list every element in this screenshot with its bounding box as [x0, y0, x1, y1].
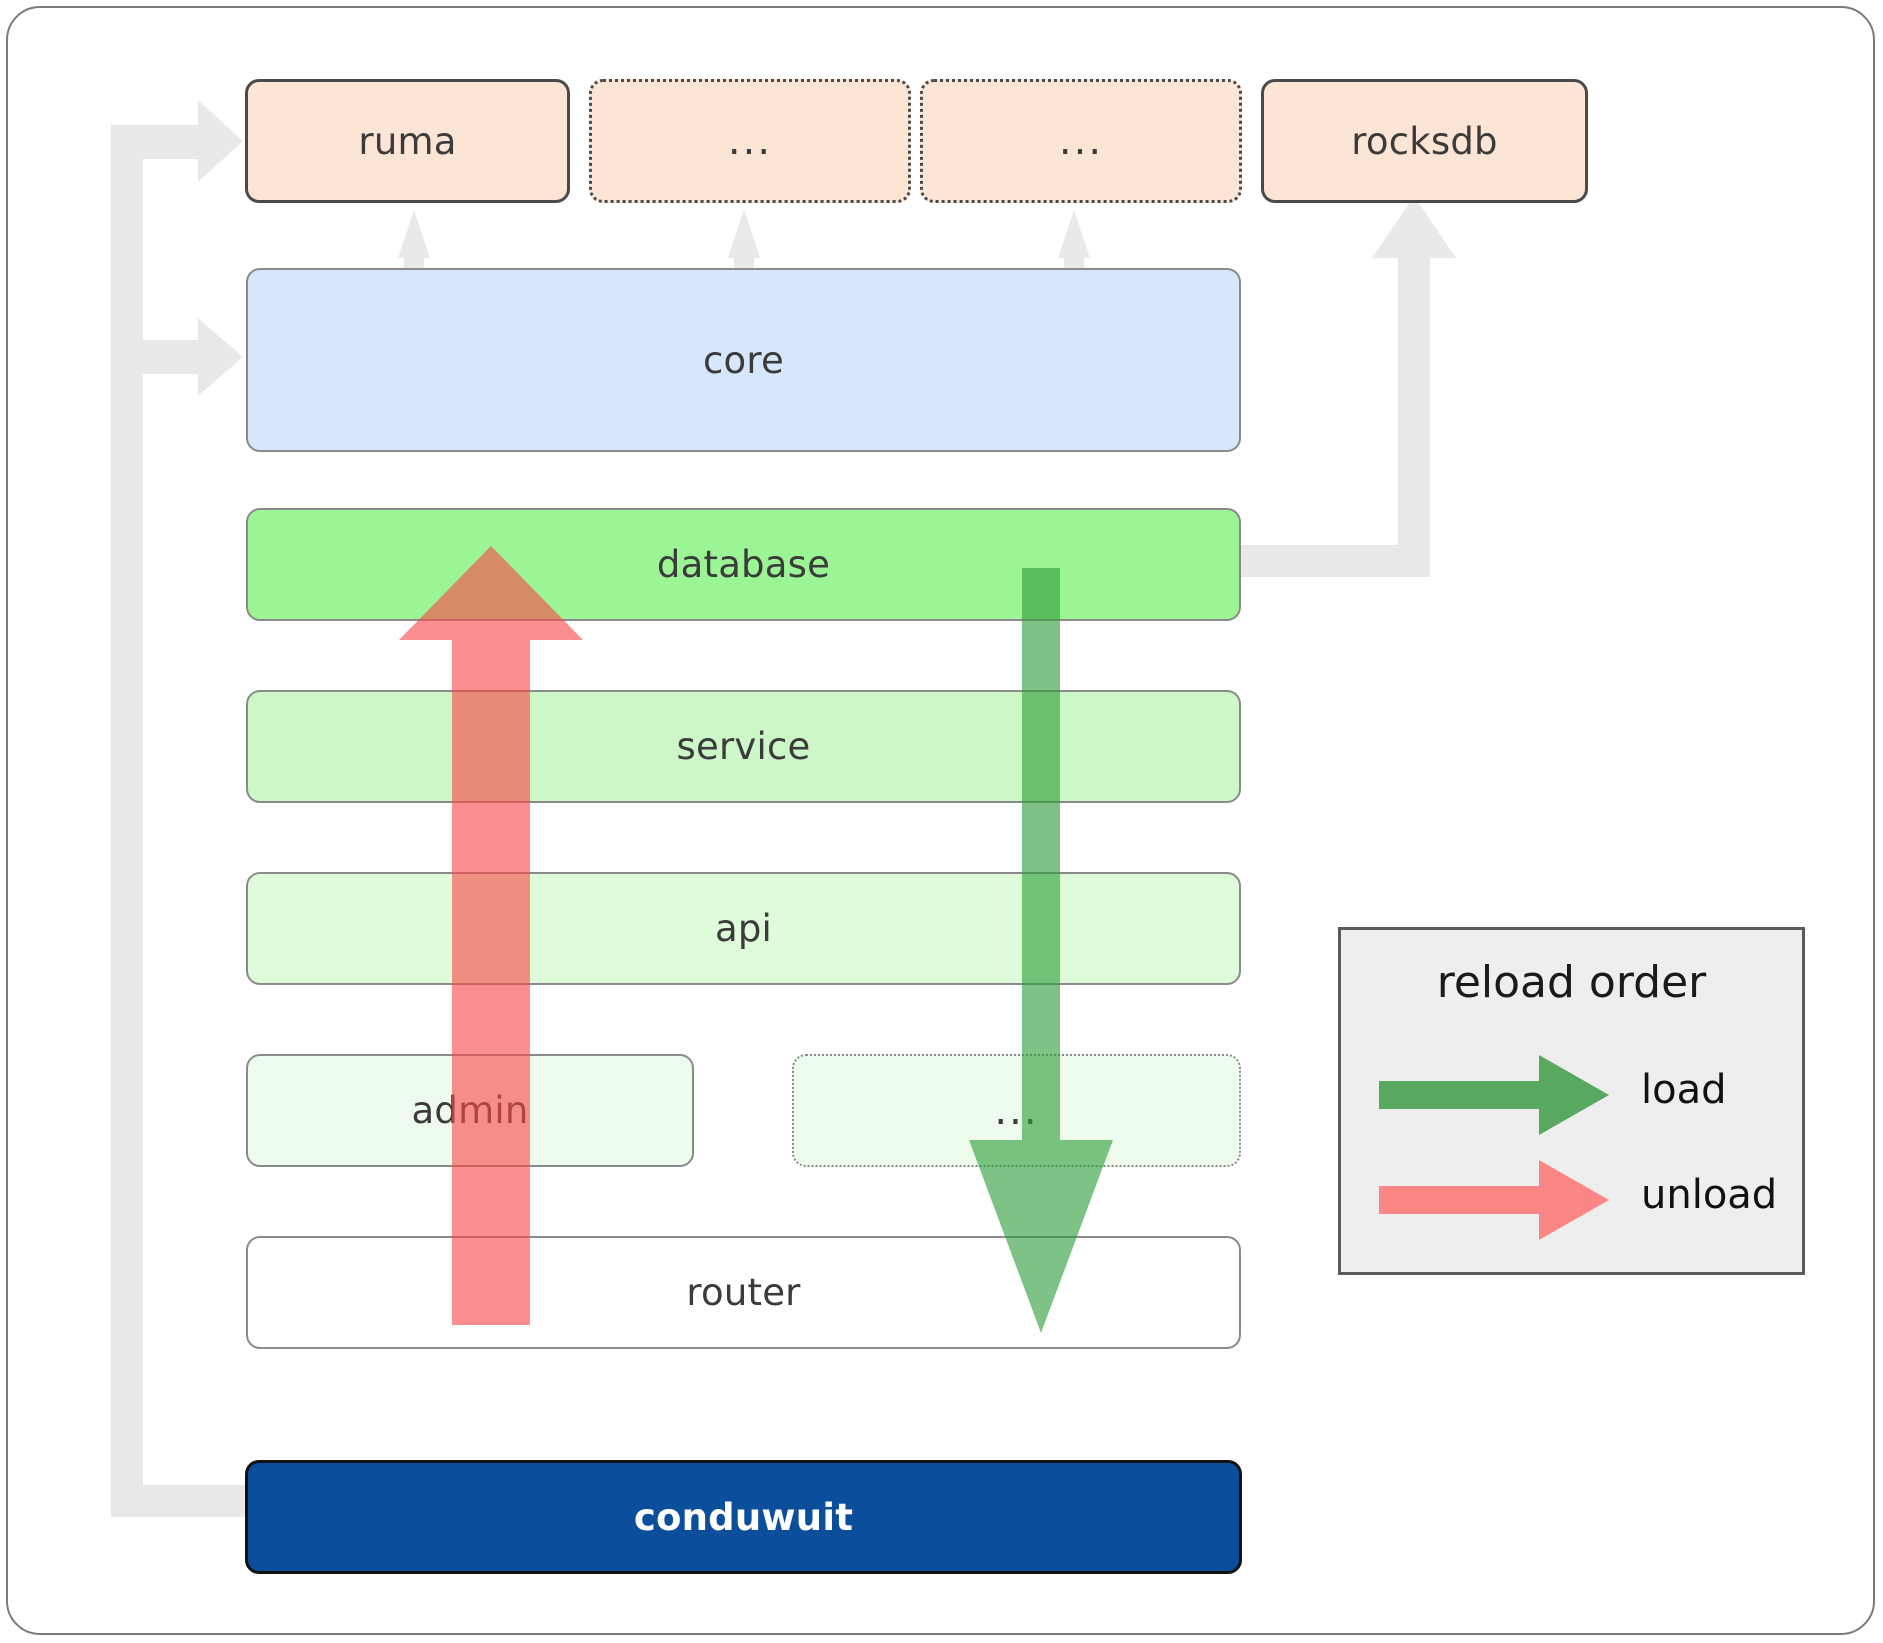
unload-arrow-icon	[1379, 1160, 1609, 1240]
node-rocksdb[interactable]: rocksdb	[1261, 79, 1588, 203]
node-conduwuit-label: conduwuit	[633, 1495, 854, 1539]
legend-panel: reload order load unload	[1338, 927, 1805, 1275]
node-ruma-label: ruma	[358, 119, 457, 163]
legend-title: reload order	[1436, 957, 1707, 1008]
node-layer-ellipsis-label: ...	[994, 1087, 1039, 1134]
node-core-label: core	[703, 338, 784, 382]
node-api[interactable]: api	[246, 872, 1241, 985]
node-core[interactable]: core	[246, 268, 1241, 452]
node-router[interactable]: router	[246, 1236, 1241, 1349]
node-rocksdb-label: rocksdb	[1351, 119, 1498, 163]
node-service-label: service	[676, 725, 811, 768]
node-admin-label: admin	[411, 1089, 529, 1132]
node-dep-ellipsis-1-label: ...	[727, 118, 773, 164]
node-dep-ellipsis-2[interactable]: ...	[920, 79, 1242, 203]
node-api-label: api	[714, 907, 773, 950]
node-database-label: database	[656, 543, 831, 586]
load-arrow-icon	[1379, 1055, 1609, 1135]
node-router-label: router	[686, 1271, 801, 1314]
legend-row-load: load	[1341, 1055, 1802, 1135]
legend-label-unload: unload	[1641, 1172, 1778, 1218]
node-conduwuit[interactable]: conduwuit	[245, 1460, 1242, 1574]
node-dep-ellipsis-2-label: ...	[1058, 118, 1104, 164]
legend-label-load: load	[1641, 1067, 1727, 1113]
node-dep-ellipsis-1[interactable]: ...	[589, 79, 911, 203]
node-layer-ellipsis[interactable]: ...	[792, 1054, 1241, 1167]
node-admin[interactable]: admin	[246, 1054, 694, 1167]
node-service[interactable]: service	[246, 690, 1241, 803]
legend-row-unload: unload	[1341, 1160, 1802, 1240]
node-ruma[interactable]: ruma	[245, 79, 570, 203]
node-database[interactable]: database	[246, 508, 1241, 621]
